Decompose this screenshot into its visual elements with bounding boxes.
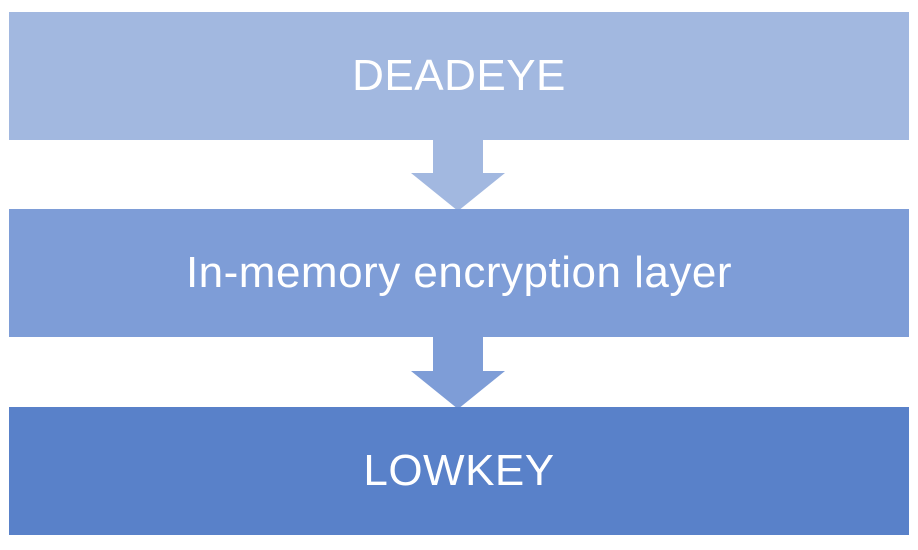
- lowkey-label: LOWKEY: [363, 446, 555, 495]
- lowkey-box: LOWKEY: [9, 407, 909, 535]
- deadeye-label: DEADEYE: [352, 51, 566, 100]
- encryption-layer-label: In-memory encryption layer: [185, 248, 733, 297]
- encryption-layer-box: In-memory encryption layer: [9, 209, 909, 337]
- down-arrow-shape: [411, 337, 505, 409]
- down-arrow-shape: [411, 139, 505, 211]
- deadeye-box: DEADEYE: [9, 12, 909, 140]
- down-arrow-icon: [411, 139, 505, 211]
- down-arrow-icon: [411, 337, 505, 409]
